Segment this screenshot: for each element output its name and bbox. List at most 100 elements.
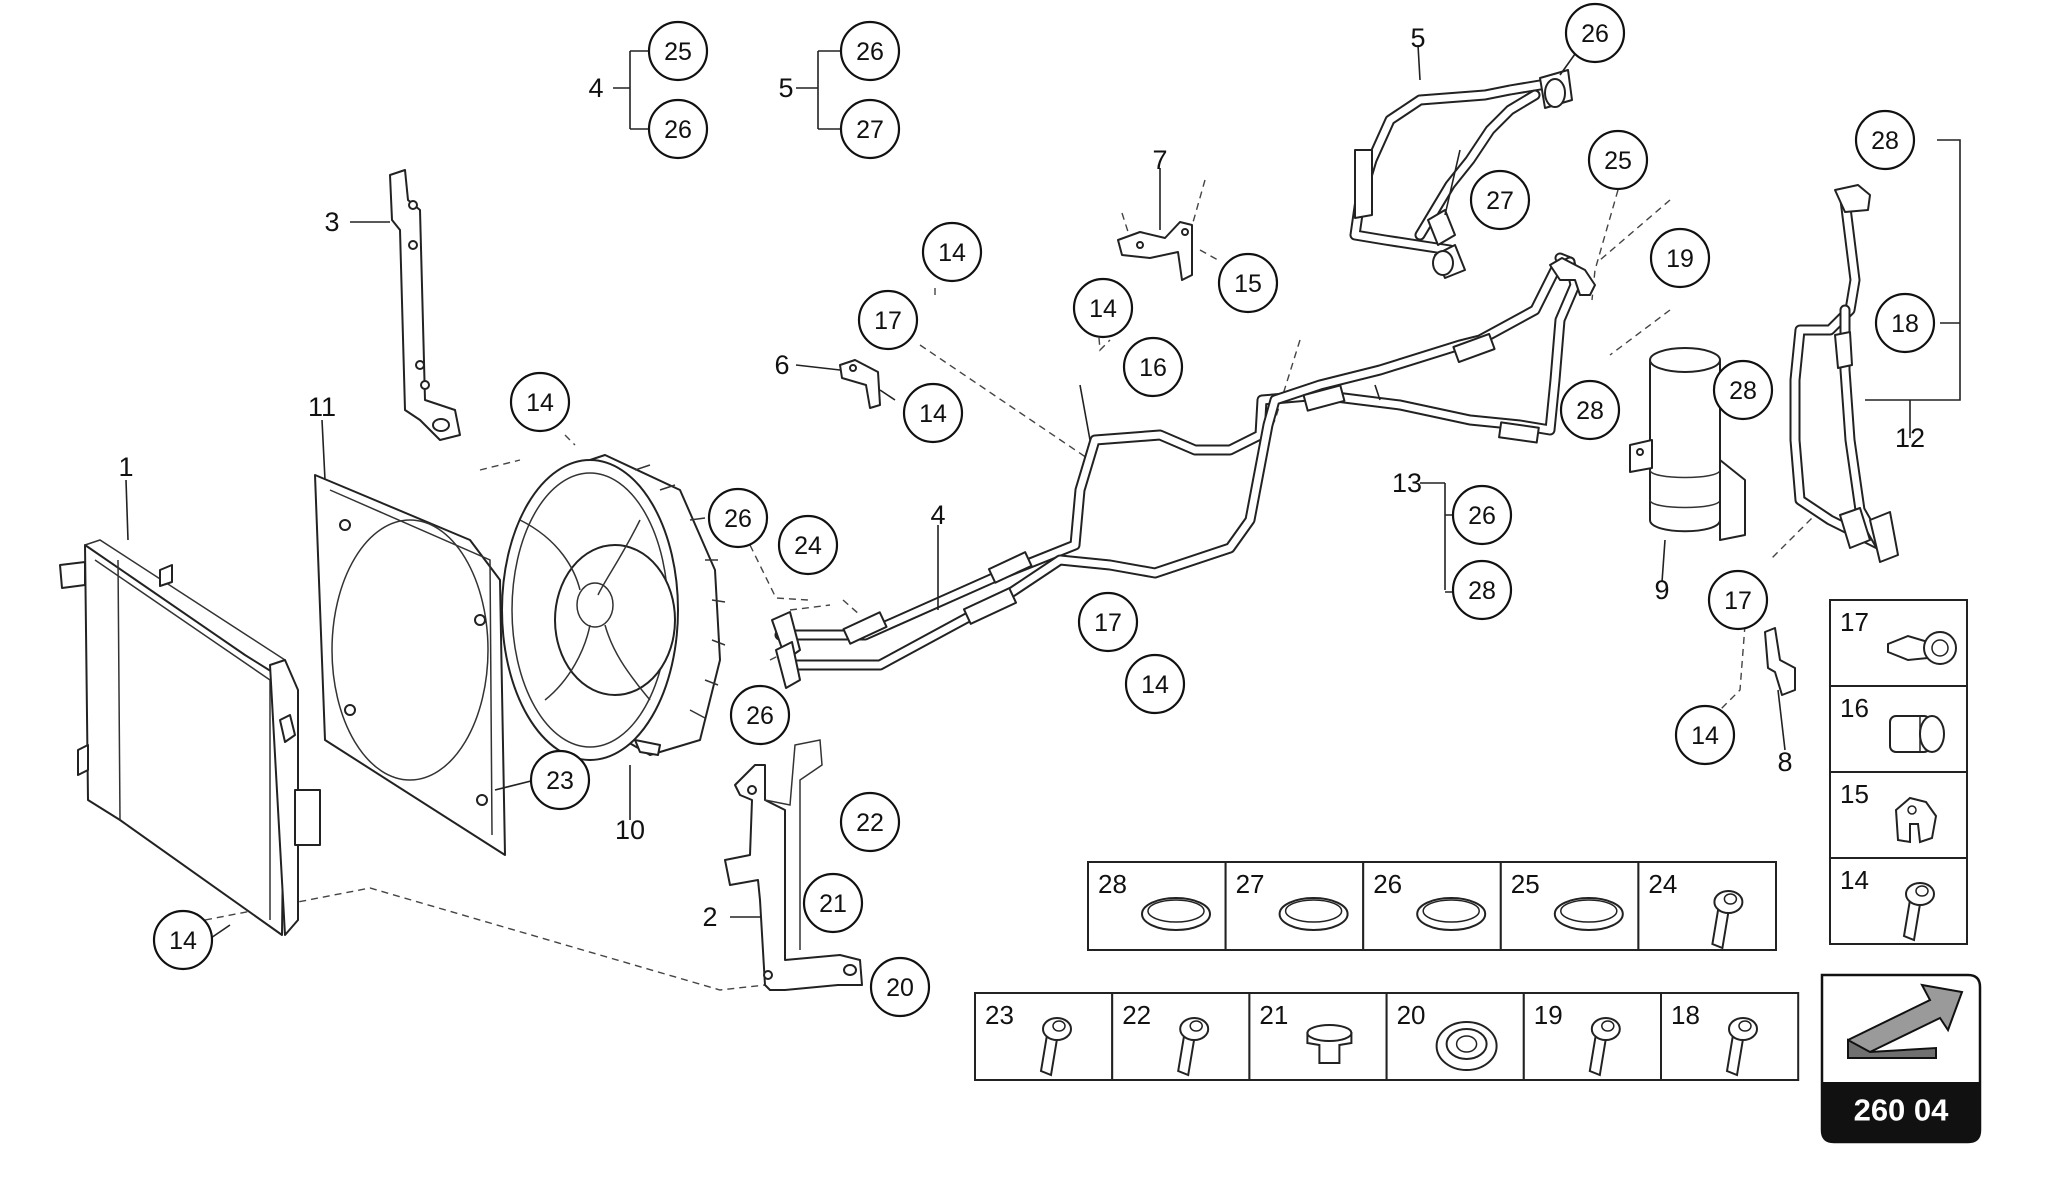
callout-number: 26: [856, 38, 884, 66]
callout-18[interactable]: 18: [1874, 292, 1936, 354]
callout-number: 26: [746, 702, 774, 730]
part-label-5: 5: [778, 73, 793, 103]
table-cell[interactable]: 20: [1385, 992, 1525, 1081]
callout-27[interactable]: 27: [839, 98, 901, 160]
table-cell[interactable]: 24: [1637, 861, 1778, 951]
screw-icon: [1902, 882, 1935, 942]
o-ring-icon: [1278, 897, 1349, 931]
callout-number: 26: [664, 116, 692, 144]
part-label-5: 5: [1410, 23, 1425, 53]
callout-21[interactable]: 21: [802, 872, 864, 934]
table-cell[interactable]: 23: [974, 992, 1114, 1081]
cell-number: 21: [1259, 1000, 1288, 1030]
callout-number: 18: [1891, 310, 1919, 338]
cell-number: 14: [1840, 865, 1869, 895]
spring-clip-icon: [1894, 796, 1938, 844]
callout-15[interactable]: 15: [1217, 252, 1279, 314]
cell-number: 18: [1671, 1000, 1700, 1030]
callout-number: 20: [886, 974, 914, 1002]
leader-lines: [125, 39, 1961, 941]
upper-bracket: [389, 169, 461, 441]
callout-number: 14: [919, 400, 947, 428]
callout-number: 17: [1724, 587, 1752, 615]
callout-26[interactable]: 26: [647, 98, 709, 160]
table-cell[interactable]: 16: [1829, 685, 1968, 773]
callout-28[interactable]: 28: [1712, 359, 1774, 421]
callout-28[interactable]: 28: [1854, 109, 1916, 171]
reference-badge[interactable]: 260 04: [1820, 973, 1982, 1144]
table-cell[interactable]: 15: [1829, 771, 1968, 859]
callout-17[interactable]: 17: [1707, 569, 1769, 631]
part-label-13: 13: [1392, 468, 1422, 498]
callout-25[interactable]: 25: [1587, 129, 1649, 191]
callout-14[interactable]: 14: [1124, 653, 1186, 715]
table-cell[interactable]: 21: [1248, 992, 1388, 1081]
part-label-8: 8: [1777, 747, 1792, 777]
callout-number: 17: [1094, 609, 1122, 637]
bushing-icon: [1435, 1021, 1498, 1071]
callout-28[interactable]: 28: [1559, 379, 1621, 441]
table-cell[interactable]: 19: [1522, 992, 1663, 1081]
callout-26[interactable]: 26: [1451, 484, 1513, 546]
callout-25[interactable]: 25: [647, 20, 709, 82]
callout-14[interactable]: 14: [152, 909, 214, 971]
callout-28[interactable]: 28: [1451, 559, 1513, 621]
callout-number: 15: [1234, 270, 1262, 298]
bolt-icon: [1711, 890, 1744, 950]
radiator-fan: [501, 454, 726, 761]
table-cell[interactable]: 14: [1829, 857, 1968, 945]
callout-14[interactable]: 14: [509, 371, 571, 433]
part-label-12: 12: [1895, 423, 1925, 453]
table-cell[interactable]: 22: [1111, 992, 1251, 1081]
clamp-icon: [1889, 715, 1945, 753]
callout-22[interactable]: 22: [839, 791, 901, 853]
part-label-4: 4: [930, 500, 945, 530]
callout-number: 25: [1604, 147, 1632, 175]
part-label-1: 1: [118, 452, 133, 482]
callout-27[interactable]: 27: [1469, 169, 1531, 231]
callout-19[interactable]: 19: [1649, 227, 1711, 289]
callout-14[interactable]: 14: [921, 221, 983, 283]
o-ring-icon: [1553, 897, 1624, 931]
part-label-11: 11: [308, 392, 336, 422]
callout-17[interactable]: 17: [1077, 591, 1139, 653]
callout-24[interactable]: 24: [777, 514, 839, 576]
small-bracket-6: [839, 359, 881, 409]
table-cell[interactable]: 18: [1660, 992, 1800, 1081]
table-cell[interactable]: 26: [1362, 861, 1502, 951]
callout-16[interactable]: 16: [1122, 336, 1184, 398]
callout-20[interactable]: 20: [869, 956, 931, 1018]
small-bracket-7: [1117, 221, 1193, 281]
callout-14[interactable]: 14: [1674, 704, 1736, 766]
callout-26[interactable]: 26: [707, 487, 769, 549]
callout-26[interactable]: 26: [1564, 2, 1626, 64]
callout-23[interactable]: 23: [529, 749, 591, 811]
callout-number: 14: [1691, 722, 1719, 750]
direction-arrow-icon: [1847, 983, 1964, 1059]
callout-26[interactable]: 26: [729, 684, 791, 746]
callout-26[interactable]: 26: [839, 20, 901, 82]
cell-number: 26: [1373, 869, 1402, 899]
callout-number: 14: [1141, 671, 1169, 699]
callout-17[interactable]: 17: [857, 289, 919, 351]
callout-number: 28: [1468, 577, 1496, 605]
callout-14[interactable]: 14: [902, 382, 964, 444]
callout-number: 19: [1666, 245, 1694, 273]
table-cell[interactable]: 28: [1087, 861, 1227, 951]
table-cell[interactable]: 25: [1499, 861, 1640, 951]
callout-number: 27: [856, 116, 884, 144]
condenser: [59, 539, 321, 936]
cell-number: 19: [1534, 1000, 1563, 1030]
callout-number: 14: [526, 389, 554, 417]
fan-shroud: [314, 474, 506, 856]
cell-number: 25: [1511, 869, 1540, 899]
callout-14[interactable]: 14: [1072, 277, 1134, 339]
callout-number: 28: [1871, 127, 1899, 155]
cell-number: 17: [1840, 607, 1869, 637]
table-cell[interactable]: 27: [1224, 861, 1365, 951]
callout-number: 23: [546, 767, 574, 795]
table-cell[interactable]: 17: [1829, 599, 1968, 687]
bolt-icon: [1725, 1017, 1758, 1077]
